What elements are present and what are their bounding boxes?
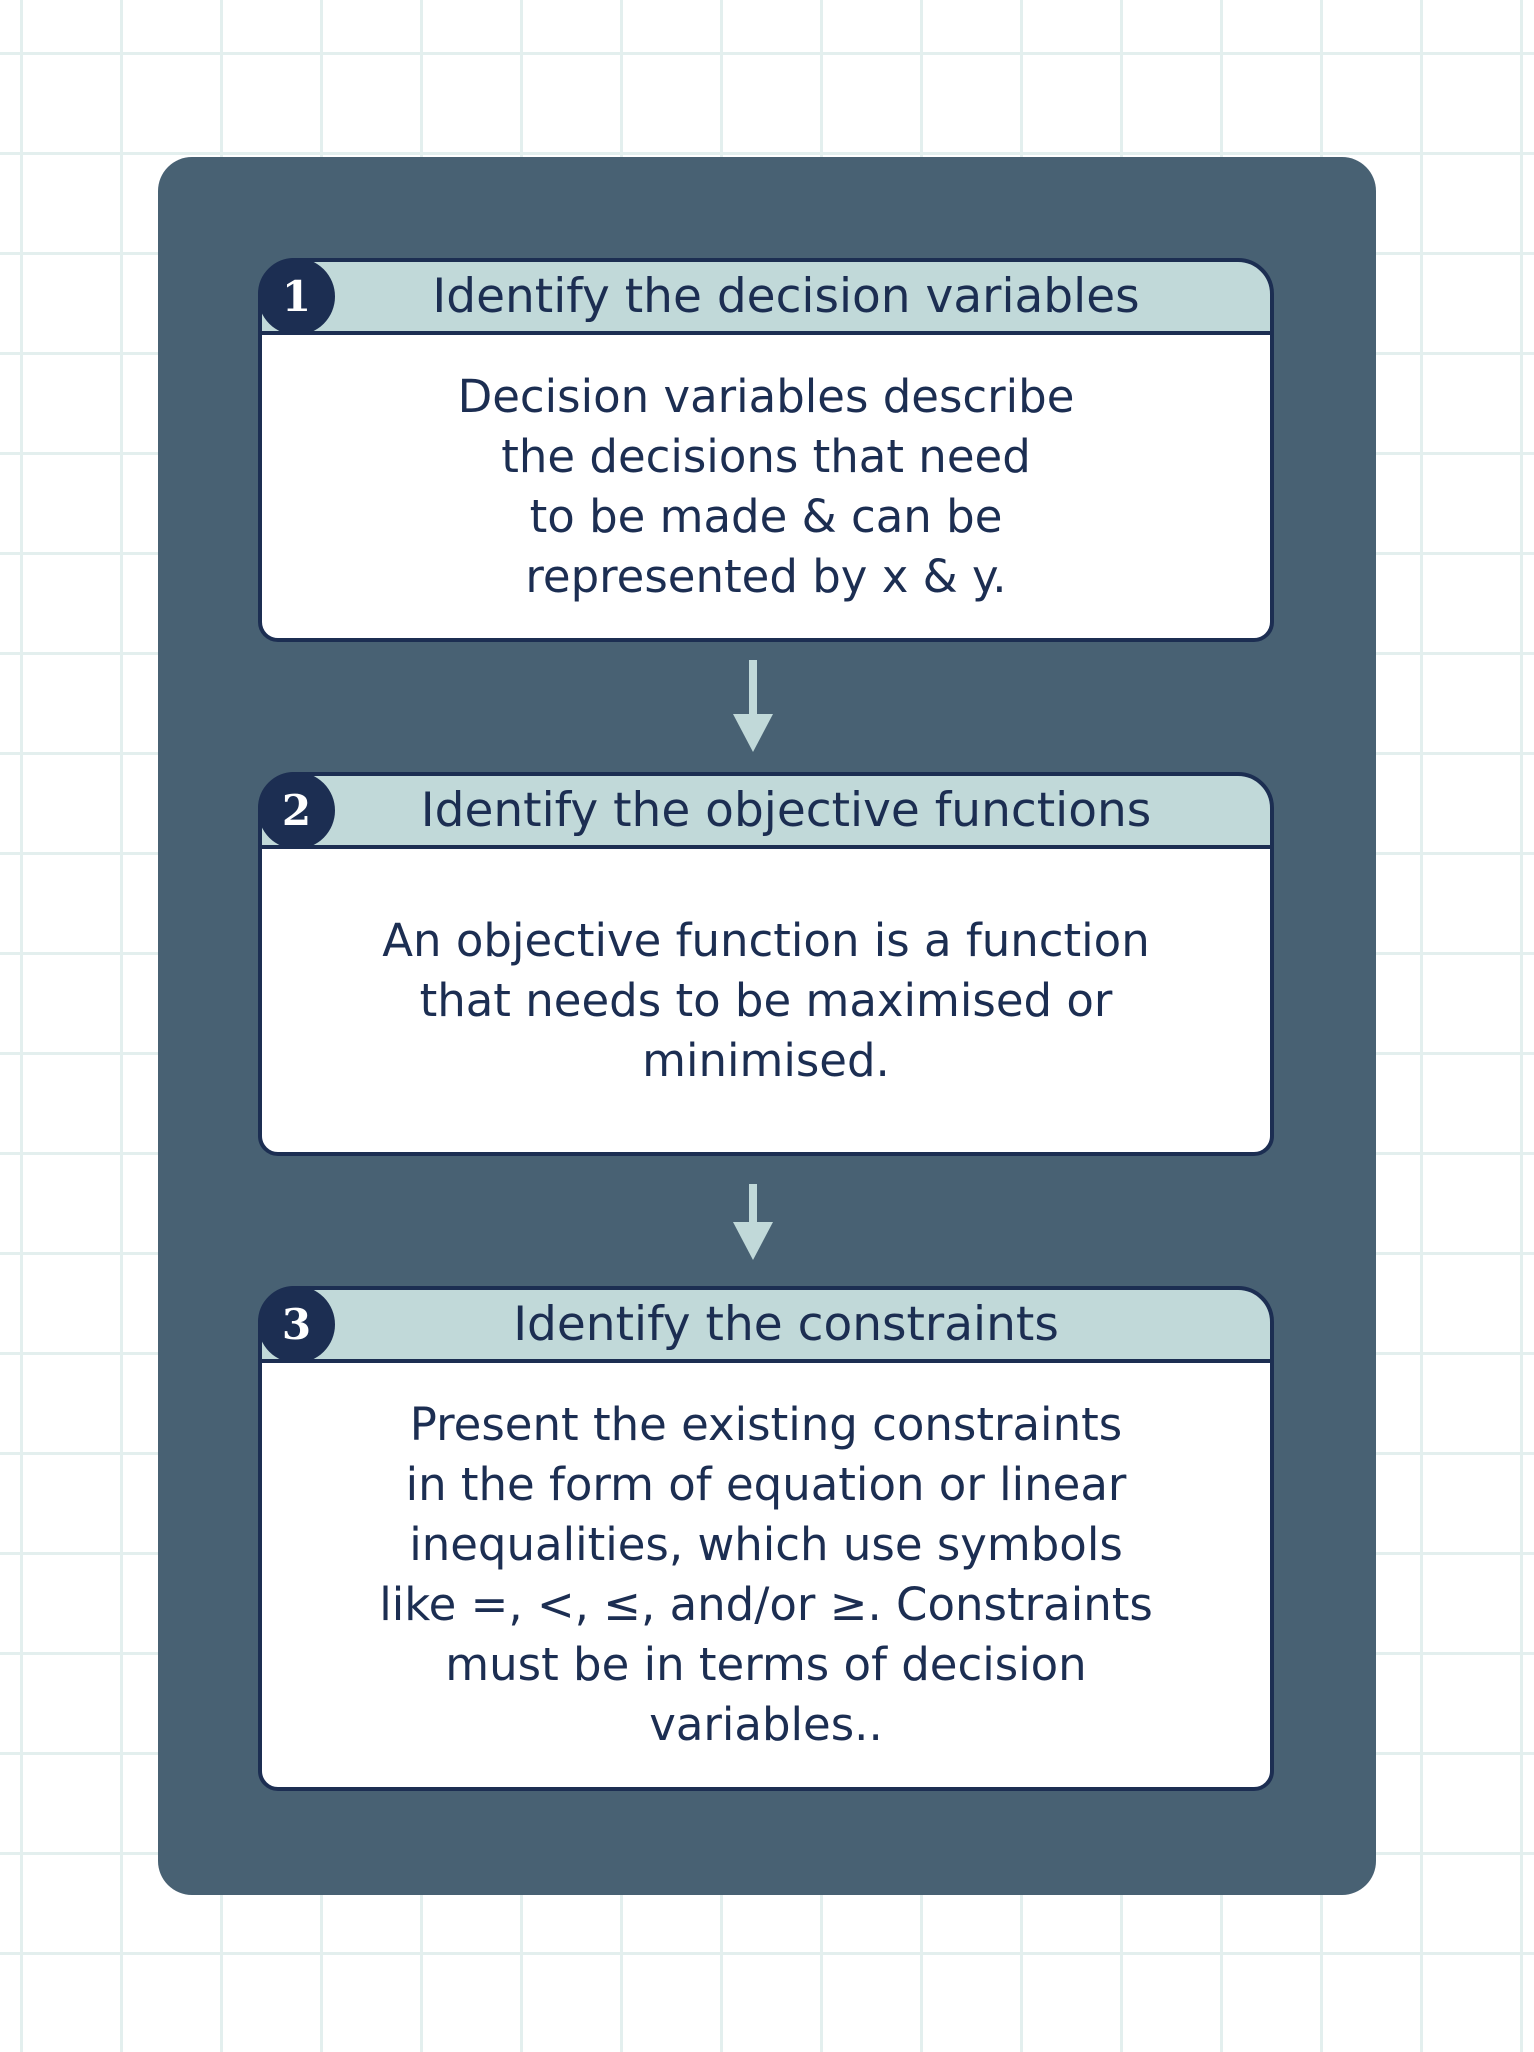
step-3-header: Identify the constraints <box>258 1286 1274 1363</box>
step-3: Identify the constraints 3 Present the e… <box>258 1286 1274 1791</box>
step-3-body: Present the existing constraints in the … <box>258 1359 1274 1791</box>
step-1: Identify the decision variables 1 Decisi… <box>258 258 1274 642</box>
step-2-title: Identify the objective functions <box>420 783 1152 838</box>
step-2-body: An objective function is a function that… <box>258 845 1274 1156</box>
down-arrow-icon <box>733 660 773 752</box>
down-arrow-icon <box>733 1184 773 1260</box>
step-3-description: Present the existing constraints in the … <box>379 1398 1153 1751</box>
step-1-description: Decision variables describe the decision… <box>457 369 1075 603</box>
step-2-header: Identify the objective functions <box>258 772 1274 849</box>
step-2: Identify the objective functions 2 An ob… <box>258 772 1274 1156</box>
step-3-title: Identify the constraints <box>513 1297 1059 1352</box>
step-1-body: Decision variables describe the decision… <box>258 331 1274 642</box>
step-1-number-badge: 1 <box>258 258 335 335</box>
step-2-number-badge: 2 <box>258 772 335 849</box>
step-2-description: An objective function is a function that… <box>382 913 1150 1087</box>
step-1-title: Identify the decision variables <box>432 269 1140 324</box>
step-3-number-badge: 3 <box>258 1286 335 1363</box>
step-1-header: Identify the decision variables <box>258 258 1274 335</box>
